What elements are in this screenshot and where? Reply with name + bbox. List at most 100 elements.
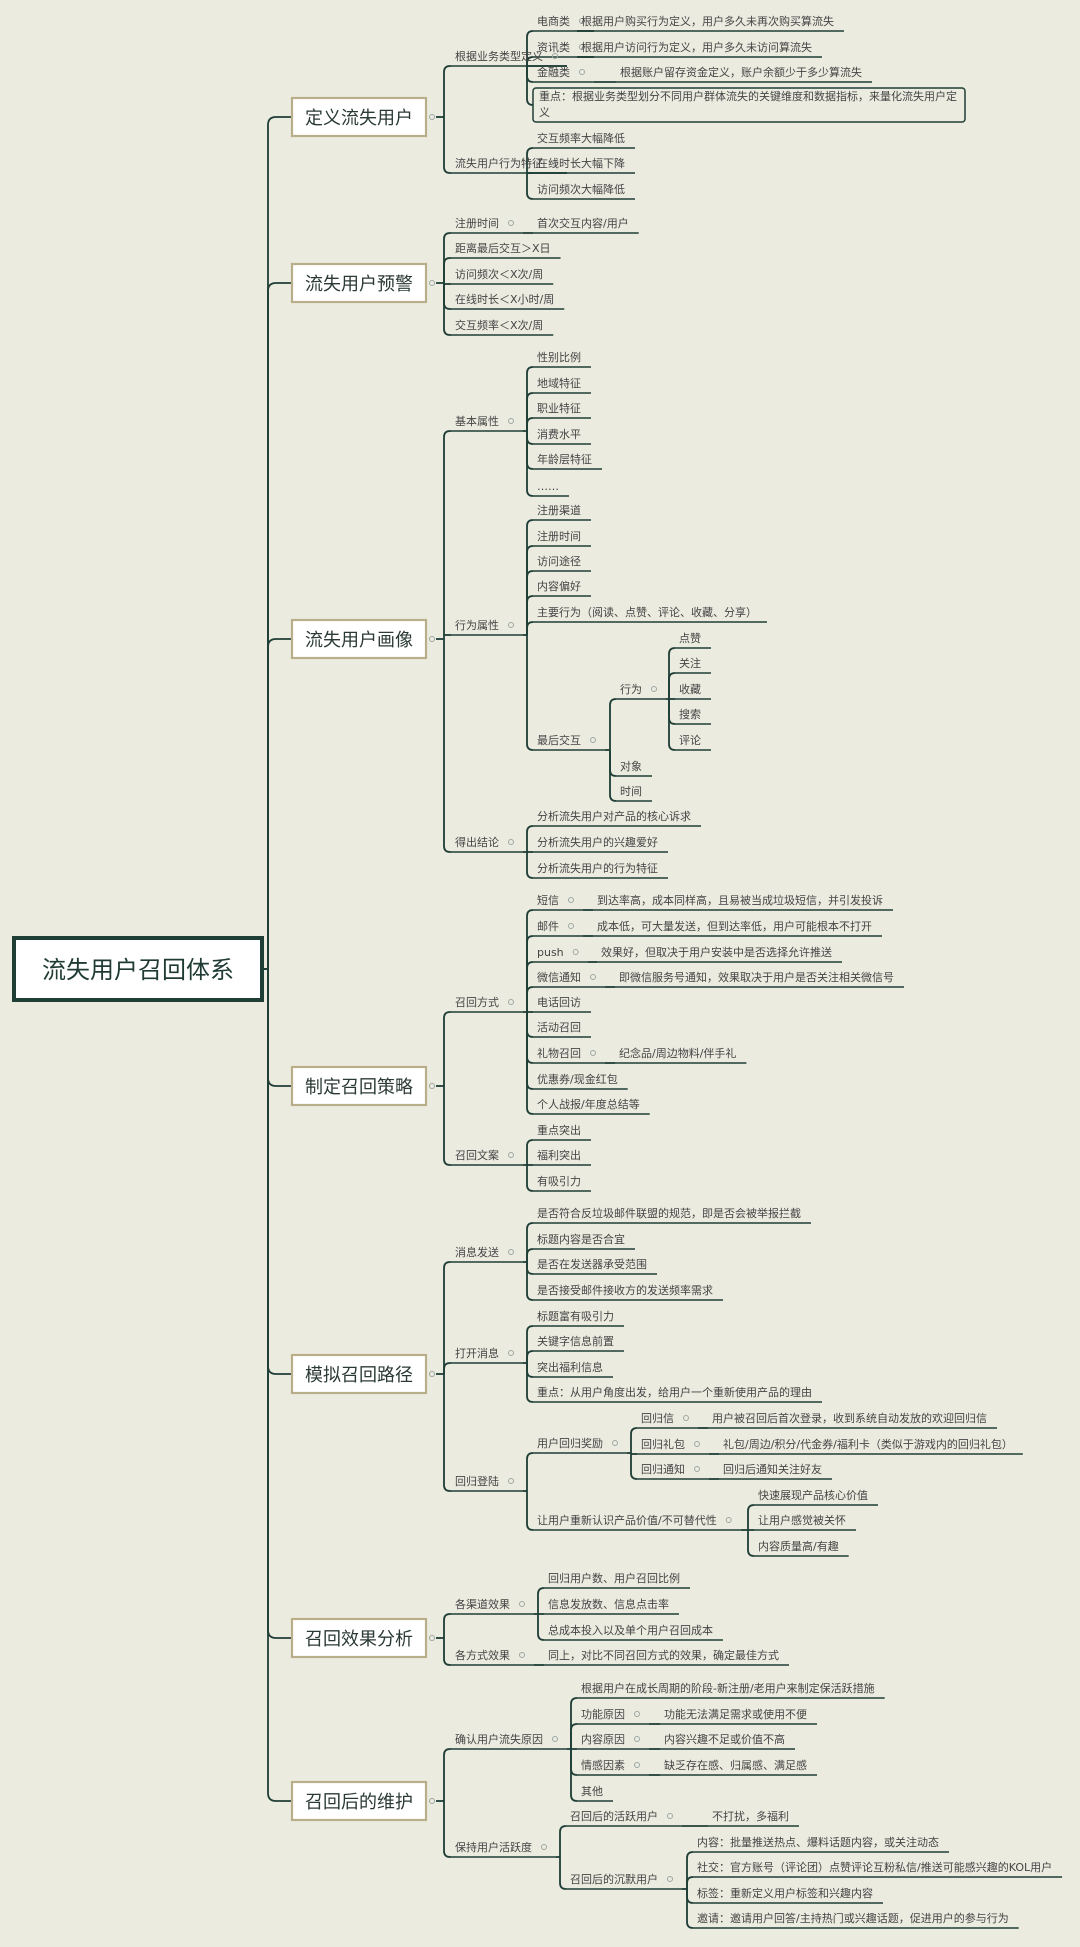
node-label: 微信通知 bbox=[537, 970, 581, 984]
key-note-text: 重点：根据业务类型划分不同用户群体流失的关键维度和数据指标，来量化流失用户定 bbox=[539, 89, 957, 103]
node-label: 注册时间 bbox=[537, 529, 581, 543]
branch-label: 定义流失用户 bbox=[305, 108, 413, 129]
node-label: 用户回归奖励 bbox=[537, 1436, 603, 1450]
node-label: 内容原因 bbox=[581, 1732, 625, 1746]
collapse-dot bbox=[429, 1371, 435, 1377]
collapse-dot bbox=[694, 1466, 700, 1472]
collapse-dot bbox=[694, 1441, 700, 1447]
node-label: 访问频次大幅降低 bbox=[537, 182, 625, 196]
node-label: 情感因素 bbox=[581, 1759, 625, 1772]
node-label: 召回后的沉默用户 bbox=[570, 1872, 658, 1886]
node-label: 福利突出 bbox=[537, 1148, 581, 1162]
node-label: 地域特征 bbox=[537, 376, 581, 390]
node-label: 内容质量高/有趣 bbox=[758, 1539, 839, 1553]
collapse-dot bbox=[667, 1876, 673, 1882]
node-label: 功能无法满足需求或使用不便 bbox=[664, 1707, 807, 1721]
collapse-dot bbox=[508, 839, 514, 845]
branch-node bbox=[290, 1353, 428, 1395]
node-label: 交互频率大幅降低 bbox=[537, 131, 625, 145]
node-label: 行为 bbox=[620, 683, 642, 696]
node-label: 回归用户数、用户召回比例 bbox=[548, 1571, 680, 1585]
branch-node bbox=[290, 1065, 428, 1107]
node-label: 交互频率＜X次/周 bbox=[455, 318, 543, 332]
collapse-dot bbox=[725, 1517, 732, 1523]
collapse-dot bbox=[590, 1050, 596, 1056]
node-label: 同上，对比不同召回方式的效果，确定最佳方式 bbox=[548, 1648, 779, 1662]
node-label: 总成本投入以及单个用户召回成本 bbox=[548, 1623, 713, 1637]
node-label: 注册渠道 bbox=[537, 503, 581, 517]
node-label: 访问频次＜X次/周 bbox=[455, 267, 543, 281]
node-label: 得出结论 bbox=[455, 835, 499, 849]
node-label: 用户被召回后首次登录，收到系统自动发放的欢迎回归信 bbox=[712, 1411, 987, 1425]
node-label: 个人战报/年度总结等 bbox=[537, 1097, 640, 1111]
node-label: 优惠券/现金红包 bbox=[537, 1072, 618, 1086]
node-label: 礼物召回 bbox=[537, 1046, 581, 1060]
node-label: 信息发放数、信息点击率 bbox=[548, 1597, 669, 1611]
collapse-dot bbox=[667, 1813, 673, 1819]
collapse-dot bbox=[572, 949, 579, 955]
node-label: 各渠道效果 bbox=[455, 1597, 510, 1611]
node-label: 职业特征 bbox=[537, 401, 581, 415]
node-label: 最后交互 bbox=[537, 733, 581, 747]
node-label: 是否符合反垃圾邮件联盟的规范，即是否会被举报拦截 bbox=[537, 1206, 801, 1220]
collapse-dot bbox=[590, 974, 596, 980]
node-label: 标签：重新定义用户标签和兴趣内容 bbox=[697, 1886, 873, 1900]
node-label: 收藏 bbox=[679, 682, 701, 696]
node-label: 注册时间 bbox=[455, 216, 499, 230]
node-label: 到达率高，成本同样高，且易被当成垃圾短信，并引发投诉 bbox=[597, 893, 883, 907]
collapse-dot bbox=[508, 1478, 514, 1484]
node-label: 邮件 bbox=[537, 920, 559, 933]
node-label: 首次交互内容/用户 bbox=[537, 216, 629, 230]
node-label: 消费水平 bbox=[537, 427, 581, 441]
node-label: …… bbox=[537, 480, 559, 493]
node-label: 内容：批量推送热点、爆料话题内容，或关注动态 bbox=[697, 1835, 939, 1849]
node-label: 有吸引力 bbox=[537, 1174, 581, 1188]
node-label: 资讯类 bbox=[537, 40, 570, 54]
node-label: 回归信 bbox=[641, 1411, 674, 1425]
collapse-dot bbox=[579, 44, 585, 50]
collapse-dot bbox=[579, 18, 585, 24]
node-label: 评论 bbox=[679, 733, 701, 747]
branch-label: 制定召回策略 bbox=[305, 1077, 413, 1098]
node-label: 搜索 bbox=[679, 707, 701, 721]
node-label: 访问途径 bbox=[537, 554, 581, 568]
collapse-dot bbox=[429, 1635, 435, 1641]
node-label: 主要行为（阅读、点赞、评论、收藏、分享） bbox=[537, 605, 757, 619]
collapse-dot bbox=[552, 160, 558, 166]
collapse-dot bbox=[541, 1844, 547, 1850]
collapse-dot bbox=[508, 220, 514, 226]
node-label: 打开消息 bbox=[455, 1346, 499, 1360]
collapse-dot bbox=[683, 1415, 689, 1421]
node-label: 突出福利信息 bbox=[537, 1360, 603, 1374]
node-label: 行为属性 bbox=[455, 618, 499, 632]
collapse-dot bbox=[508, 418, 514, 424]
node-label: 分析流失用户对产品的核心诉求 bbox=[537, 809, 691, 823]
node-label: 对象 bbox=[620, 759, 642, 773]
collapse-dot bbox=[429, 114, 435, 120]
node-label: 短信 bbox=[537, 893, 559, 907]
branch-label: 召回后的维护 bbox=[305, 1792, 413, 1813]
branch-label: 模拟召回路径 bbox=[305, 1365, 413, 1386]
node-label: 保持用户活跃度 bbox=[455, 1840, 532, 1854]
collapse-dot bbox=[568, 923, 574, 929]
node-label: 消息发送 bbox=[455, 1245, 499, 1259]
branch-label: 流失用户画像 bbox=[305, 630, 413, 651]
node-label: 重点：从用户角度出发，给用户一个重新使用产品的理由 bbox=[537, 1385, 812, 1399]
node-label: 让用户感觉被关怀 bbox=[758, 1513, 846, 1527]
branch-label: 流失用户预警 bbox=[305, 274, 413, 295]
branch-label: 召回效果分析 bbox=[305, 1629, 413, 1650]
node-label: 标题内容是否合宜 bbox=[537, 1232, 625, 1246]
node-label: 各方式效果 bbox=[455, 1648, 510, 1662]
node-label: 距离最后交互＞X日 bbox=[455, 241, 551, 255]
node-label: 分析流失用户的行为特征 bbox=[537, 861, 658, 875]
node-label: 缺乏存在感、归属感、满足感 bbox=[664, 1758, 807, 1772]
node-label: 召回后的活跃用户 bbox=[570, 1809, 658, 1823]
collapse-dot bbox=[634, 1711, 640, 1717]
node-label: 礼包/周边/积分/代金券/福利卡（类似于游戏内的回归礼包） bbox=[723, 1437, 1013, 1451]
root-node bbox=[12, 936, 264, 1002]
collapse-dot bbox=[508, 999, 514, 1005]
branch-node bbox=[290, 96, 428, 138]
node-label: 时间 bbox=[620, 785, 642, 798]
node-label: 纪念品/周边物料/伴手礼 bbox=[619, 1046, 736, 1060]
